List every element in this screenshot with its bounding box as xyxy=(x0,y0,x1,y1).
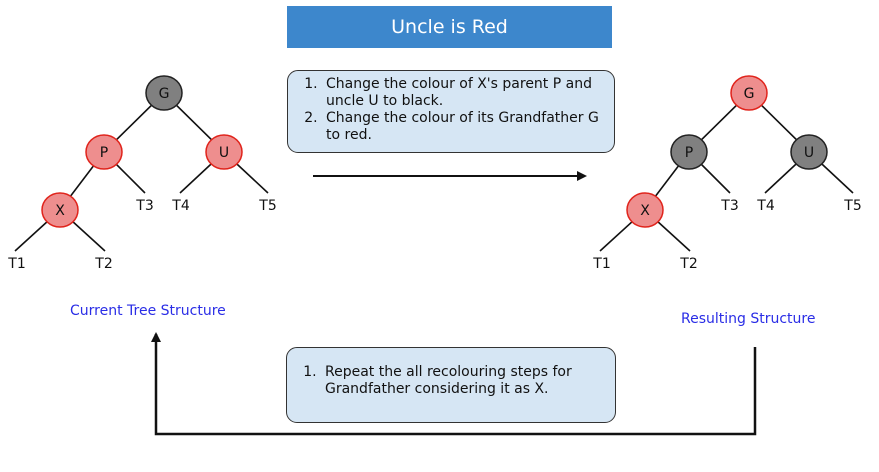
result-tree-edges xyxy=(599,92,854,252)
node-label: P xyxy=(685,145,693,161)
current-node-u: U xyxy=(205,134,243,170)
node-circle xyxy=(205,134,243,170)
node-circle xyxy=(790,134,828,170)
subtree-label: T1 xyxy=(7,256,25,272)
node-label: G xyxy=(159,86,170,102)
current-tree-caption: Current Tree Structure xyxy=(70,303,226,319)
node-circle xyxy=(730,75,768,111)
step-item: Change the colour of X's parent P and un… xyxy=(322,76,606,110)
current-subtree-labels: T1 T2 T3 T4 T5 xyxy=(7,198,276,272)
current-node-g: G xyxy=(145,75,183,111)
node-circle xyxy=(41,192,79,228)
result-node-x: X xyxy=(626,192,664,228)
step-item: Change the colour of its Grandfather G t… xyxy=(322,110,606,144)
node-label: G xyxy=(744,86,755,102)
result-node-u: U xyxy=(790,134,828,170)
node-circle xyxy=(85,134,123,170)
subtree-label: T2 xyxy=(94,256,112,272)
node-label: P xyxy=(100,145,108,161)
recolour-steps-box: Change the colour of X's parent P and un… xyxy=(287,70,615,153)
node-circle xyxy=(145,75,183,111)
result-node-p: P xyxy=(670,134,708,170)
current-tree-edges xyxy=(14,92,269,252)
node-label: U xyxy=(219,145,229,161)
current-node-x: X xyxy=(41,192,79,228)
subtree-label: T1 xyxy=(592,256,610,272)
node-circle xyxy=(626,192,664,228)
title-banner: Uncle is Red xyxy=(287,6,612,48)
current-node-p: P xyxy=(85,134,123,170)
node-circle xyxy=(670,134,708,170)
subtree-label: T2 xyxy=(679,256,697,272)
repeat-steps-box: Repeat the all recolouring steps for Gra… xyxy=(286,347,616,423)
result-node-g: G xyxy=(730,75,768,111)
subtree-label: T3 xyxy=(135,198,153,214)
subtree-label: T4 xyxy=(171,198,190,214)
result-subtree-labels: T1 T2 T3 T4 T5 xyxy=(592,198,861,272)
subtree-label: T5 xyxy=(843,198,861,214)
repeat-step-item: Repeat the all recolouring steps for Gra… xyxy=(321,364,607,398)
node-label: X xyxy=(55,203,65,219)
subtree-label: T4 xyxy=(756,198,775,214)
node-label: U xyxy=(804,145,814,161)
subtree-label: T3 xyxy=(720,198,738,214)
result-tree-caption: Resulting Structure xyxy=(681,311,816,327)
loop-back-arrow xyxy=(151,332,757,436)
node-label: X xyxy=(640,203,650,219)
subtree-label: T5 xyxy=(258,198,276,214)
